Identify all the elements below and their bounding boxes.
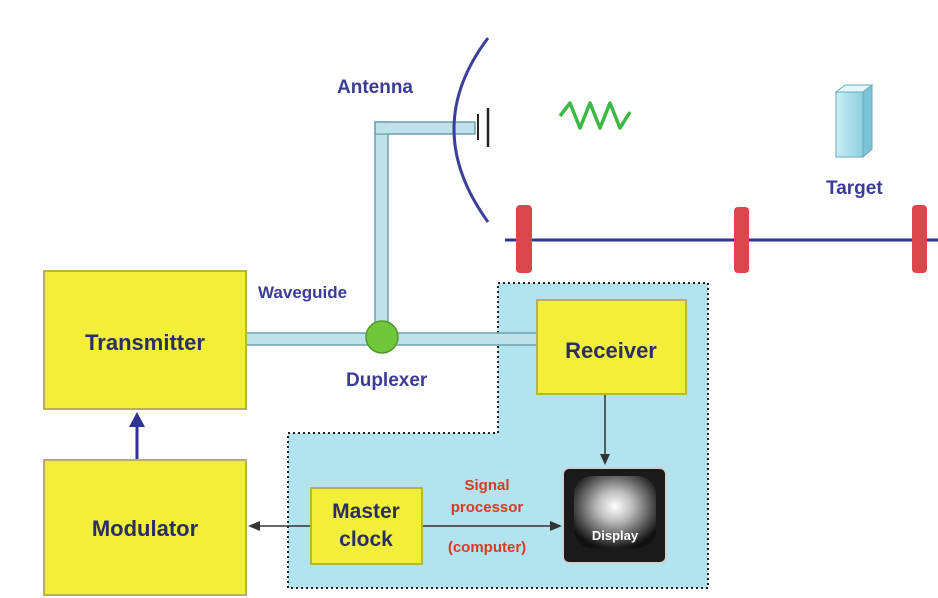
modulator-block — [43, 459, 247, 596]
duplexer-label: Duplexer — [346, 370, 428, 391]
target-label: Target — [826, 178, 883, 199]
modulator-to-transmitter-arrow — [129, 412, 145, 459]
master-clock-label-line2: clock — [339, 528, 393, 551]
receiver-label: Receiver — [565, 338, 657, 363]
transmitter-label: Transmitter — [85, 330, 205, 355]
duplexer-icon — [365, 320, 399, 354]
sine-wave-icon — [558, 101, 632, 130]
master-clock-block — [310, 487, 423, 565]
receiver-block — [536, 299, 687, 395]
antenna-icon — [452, 37, 490, 223]
signal-processor-label-line3: (computer) — [448, 539, 526, 556]
antenna-label: Antenna — [337, 77, 413, 98]
target-box-icon — [834, 83, 874, 159]
modulator-label: Modulator — [92, 516, 199, 541]
waveguide-label: Waveguide — [258, 283, 347, 302]
pulse-marker — [912, 205, 927, 273]
waveguide — [245, 121, 539, 346]
transmitter-block — [43, 270, 247, 410]
signal-processor-label-line1: Signal — [464, 477, 509, 494]
receiver-to-display-arrow — [600, 395, 610, 465]
crt-monitor-icon — [562, 467, 667, 564]
pulse-marker — [734, 207, 749, 273]
master-clock-label-line1: Master — [332, 500, 400, 523]
clock-to-modulator-arrow — [248, 521, 310, 531]
display-label: Display — [592, 528, 639, 543]
pulse-marker — [516, 205, 532, 273]
clock-to-display-arrow — [423, 521, 562, 531]
signal-processor-label-line2: processor — [451, 499, 524, 516]
